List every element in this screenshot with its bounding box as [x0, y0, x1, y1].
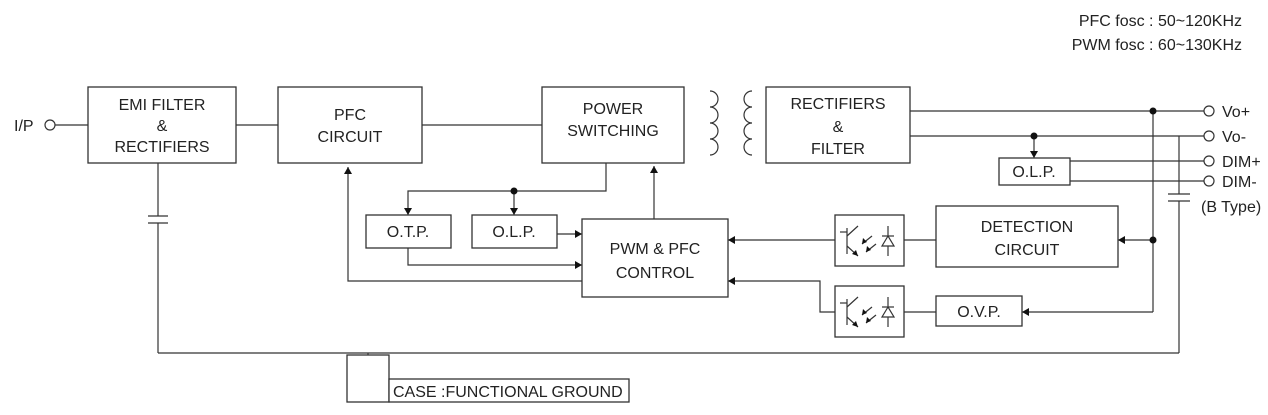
power-switching-line2: SWITCHING [567, 123, 659, 140]
pfc-fosc-note: PFC fosc : 50~120KHz [1079, 13, 1242, 30]
rectifiers-filter-line3: FILTER [811, 141, 865, 158]
ovp-label: O.V.P. [957, 304, 1001, 321]
functional-ground-legend: CASE :FUNCTIONAL GROUND [346, 354, 630, 403]
rectifiers-filter-line1: RECTIFIERS [790, 96, 885, 113]
b-type-label: (B Type) [1201, 199, 1261, 216]
emi-filter-line1: EMI FILTER [119, 97, 206, 114]
pfc-circuit-line2: CIRCUIT [318, 129, 383, 146]
emi-filter-line2: & [157, 118, 168, 135]
pwm-pfc-control-block: PWM & PFC CONTROL [581, 218, 729, 298]
input-terminal [44, 119, 56, 131]
otp-block: O.T.P. [365, 214, 452, 249]
power-switching-line1: POWER [583, 101, 643, 118]
power-switching-block: POWER SWITCHING [541, 86, 685, 164]
junction-dots [510, 107, 1157, 244]
dim-plus-terminal [1203, 155, 1215, 167]
detection-circuit-block: DETECTION CIRCUIT [935, 205, 1119, 268]
otp-label: O.T.P. [387, 224, 429, 241]
emi-filter-line3: RECTIFIERS [114, 139, 209, 156]
olp-right-label: O.L.P. [1012, 164, 1055, 181]
emi-filter-block: EMI FILTER & RECTIFIERS [87, 86, 237, 164]
vo-minus-terminal [1203, 130, 1215, 142]
pfc-circuit-block: PFC CIRCUIT [277, 86, 423, 164]
vo-minus-label: Vo- [1222, 129, 1246, 146]
optocoupler-lower-icon [834, 285, 905, 338]
dim-minus-label: DIM- [1222, 174, 1257, 191]
transformer [709, 90, 753, 156]
detection-line1: DETECTION [981, 219, 1073, 236]
ovp-block: O.V.P. [935, 295, 1023, 327]
olp-right-block: O.L.P. [998, 157, 1071, 186]
olp-left-block: O.L.P. [471, 214, 558, 249]
control-line2: CONTROL [616, 265, 694, 282]
vo-plus-label: Vo+ [1222, 104, 1250, 121]
optocoupler-upper-icon [834, 214, 905, 267]
terminals [44, 105, 1215, 187]
pwm-fosc-note: PWM fosc : 60~130KHz [1072, 37, 1242, 54]
detection-line2: CIRCUIT [995, 242, 1060, 259]
arrows [344, 151, 1125, 316]
olp-left-label: O.L.P. [492, 224, 535, 241]
input-label: I/P [14, 118, 34, 135]
dim-minus-terminal [1203, 175, 1215, 187]
ground-label: CASE :FUNCTIONAL GROUND [393, 384, 623, 401]
rectifiers-filter-block: RECTIFIERS & FILTER [765, 86, 911, 164]
control-line1: PWM & PFC [610, 241, 701, 258]
pfc-circuit-line1: PFC [334, 107, 366, 124]
vo-plus-terminal [1203, 105, 1215, 117]
dim-plus-label: DIM+ [1222, 154, 1261, 171]
rectifiers-filter-line2: & [833, 119, 844, 136]
